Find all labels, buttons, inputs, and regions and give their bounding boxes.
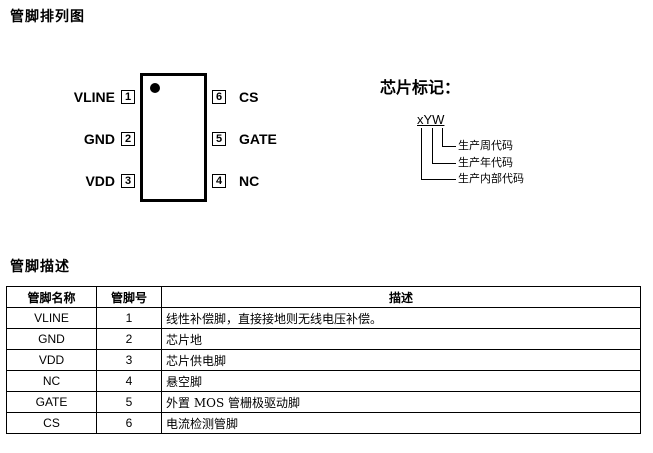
cell-pin-number: 1	[96, 307, 162, 329]
table-row: NC 4 悬空脚	[6, 370, 641, 392]
cell-pin-number: 2	[96, 328, 162, 350]
cell-description: 悬空脚	[161, 370, 641, 392]
pin-label-left-1: VLINE	[73, 89, 115, 105]
pin-number-left-1: 1	[121, 90, 135, 104]
pin-number-right-1: 6	[212, 90, 226, 104]
pin-label-left-3: VDD	[85, 173, 115, 189]
pin-label-right-3: NC	[239, 173, 260, 189]
cell-pin-number: 6	[96, 412, 162, 434]
cell-description: 芯片供电脚	[161, 349, 641, 371]
table-row: GATE 5 外置 MOS 管栅极驱动脚	[6, 391, 641, 413]
pin1-indicator-dot	[150, 83, 160, 93]
cell-pin-name: CS	[6, 412, 97, 434]
cell-pin-number: 3	[96, 349, 162, 371]
pin-label-left-2: GND	[83, 131, 115, 147]
pin-description-table: 管脚名称 管脚号 描述 VLINE 1 线性补偿脚，直接接地则无线电压补偿。 G…	[6, 286, 641, 434]
chip-marking-title: 芯片标记：	[380, 78, 461, 97]
table-row: GND 2 芯片地	[6, 328, 641, 350]
cell-description: 外置 MOS 管栅极驱动脚	[161, 391, 641, 413]
header-description: 描述	[161, 286, 641, 308]
cell-description: 线性补偿脚，直接接地则无线电压补偿。	[161, 307, 641, 329]
cell-description: 电流检测管脚	[161, 412, 641, 434]
pin-diagram-title: 管脚排列图	[10, 9, 85, 25]
week-code-label: 生产周代码	[458, 139, 513, 152]
cell-pin-name: NC	[6, 370, 97, 392]
table-row: VLINE 1 线性补偿脚，直接接地则无线电压补偿。	[6, 307, 641, 329]
year-code-label: 生产年代码	[458, 156, 513, 169]
marking-code: xYW	[417, 112, 445, 127]
table-row: CS 6 电流检测管脚	[6, 412, 641, 434]
header-pin-name: 管脚名称	[6, 286, 97, 308]
pin-number-right-2: 5	[212, 132, 226, 146]
pin-number-right-3: 4	[212, 174, 226, 188]
pin-label-right-1: CS	[239, 89, 259, 105]
pin-number-left-3: 3	[121, 174, 135, 188]
ic-package	[140, 73, 207, 202]
cell-pin-name: GATE	[6, 391, 97, 413]
cell-pin-name: VDD	[6, 349, 97, 371]
pin-description-title: 管脚描述	[10, 259, 70, 275]
cell-pin-name: VLINE	[6, 307, 97, 329]
pin-number-left-2: 2	[121, 132, 135, 146]
pin-label-right-2: GATE	[239, 131, 277, 147]
cell-description: 芯片地	[161, 328, 641, 350]
table-row: VDD 3 芯片供电脚	[6, 349, 641, 371]
header-pin-number: 管脚号	[96, 286, 162, 308]
cell-pin-number: 4	[96, 370, 162, 392]
chip-marking-diagram: xYW 生产周代码 生产年代码 生产内部代码	[415, 112, 555, 187]
cell-pin-name: GND	[6, 328, 97, 350]
cell-pin-number: 5	[96, 391, 162, 413]
table-header-row: 管脚名称 管脚号 描述	[6, 286, 641, 308]
internal-code-label: 生产内部代码	[458, 172, 524, 185]
